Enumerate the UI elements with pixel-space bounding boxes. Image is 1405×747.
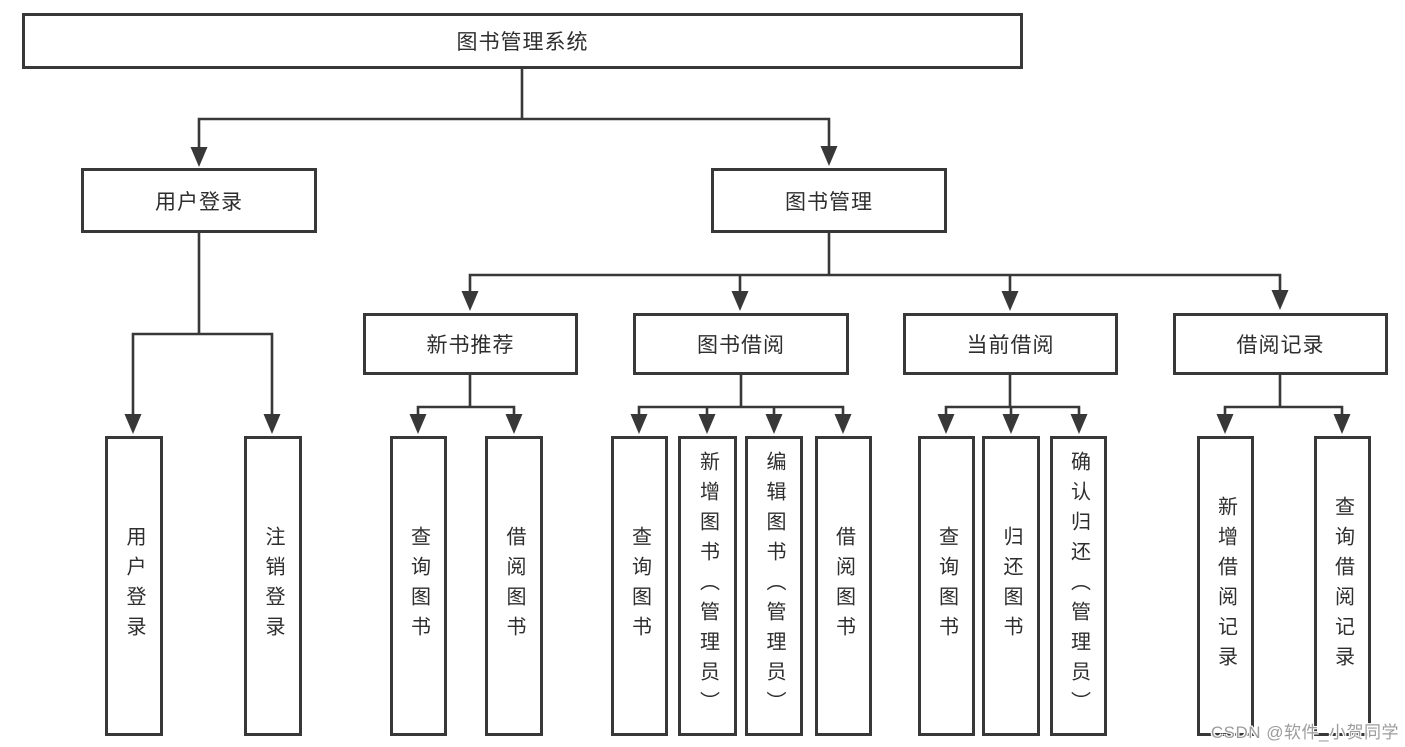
- leaf-borrow-borrow: 借阅图书: [815, 436, 872, 736]
- leaf-current-return-label: 归还图书: [1000, 526, 1022, 646]
- leaf-records-add: 新增借阅记录: [1197, 436, 1254, 736]
- connector-records-to-children: [1216, 373, 1351, 434]
- node-borrow-records-label: 借阅记录: [1236, 334, 1325, 357]
- node-borrow-records: 借阅记录: [1173, 313, 1388, 375]
- leaf-borrow-edit: 编辑图书（管理员）: [745, 436, 803, 736]
- leaf-borrow-query-label: 查询图书: [628, 526, 651, 646]
- connector-current-to-children: [937, 373, 1088, 434]
- connector-bookmgmt-to-level3: [461, 231, 1289, 311]
- connector-newbook-to-children: [409, 373, 523, 434]
- node-user-login-label: 用户登录: [155, 190, 243, 214]
- leaf-current-query: 查询图书: [918, 436, 975, 736]
- node-book-borrow: 图书借阅: [633, 313, 849, 375]
- leaf-records-query-label: 查询借阅记录: [1331, 496, 1354, 676]
- leaf-borrow-query: 查询图书: [611, 436, 668, 736]
- leaf-logout-label: 注销登录: [262, 526, 284, 646]
- node-root-label: 图书管理系统: [456, 31, 589, 54]
- leaf-current-query-label: 查询图书: [935, 526, 958, 646]
- connector-root-to-level2: [190, 67, 838, 167]
- connector-userlogin-to-children: [124, 231, 281, 434]
- node-book-borrow-label: 图书借阅: [697, 334, 785, 357]
- leaf-borrow-edit-label: 编辑图书（管理员）: [763, 451, 785, 721]
- leaf-current-return: 归还图书: [982, 436, 1040, 736]
- node-book-management-label: 图书管理: [785, 190, 873, 214]
- node-current-borrow: 当前借阅: [903, 313, 1118, 375]
- leaf-records-add-label: 新增借阅记录: [1214, 496, 1237, 676]
- leaf-newbook-borrow: 借阅图书: [485, 436, 543, 736]
- leaf-user-login: 用户登录: [105, 436, 163, 736]
- node-current-borrow-label: 当前借阅: [966, 334, 1055, 357]
- node-user-login: 用户登录: [81, 168, 317, 233]
- leaf-records-query: 查询借阅记录: [1314, 436, 1371, 736]
- watermark: CSDN @软件_小贺同学: [1210, 723, 1399, 742]
- node-new-book-recommend: 新书推荐: [363, 313, 578, 375]
- leaf-current-confirm: 确认归还（管理员）: [1050, 436, 1107, 736]
- leaf-user-login-label: 用户登录: [123, 526, 145, 646]
- leaf-newbook-borrow-label: 借阅图书: [503, 526, 525, 646]
- leaf-current-confirm-label: 确认归还（管理员）: [1067, 451, 1090, 721]
- leaf-borrow-add: 新增图书（管理员）: [678, 436, 737, 736]
- leaf-newbook-query: 查询图书: [390, 436, 447, 736]
- connector-borrow-to-children: [630, 373, 852, 434]
- node-new-book-recommend-label: 新书推荐: [426, 334, 515, 357]
- node-root: 图书管理系统: [22, 13, 1023, 69]
- leaf-borrow-add-label: 新增图书（管理员）: [696, 451, 719, 721]
- leaf-borrow-borrow-label: 借阅图书: [832, 526, 855, 646]
- leaf-logout: 注销登录: [244, 436, 302, 736]
- node-book-management: 图书管理: [711, 168, 947, 233]
- leaf-newbook-query-label: 查询图书: [407, 526, 430, 646]
